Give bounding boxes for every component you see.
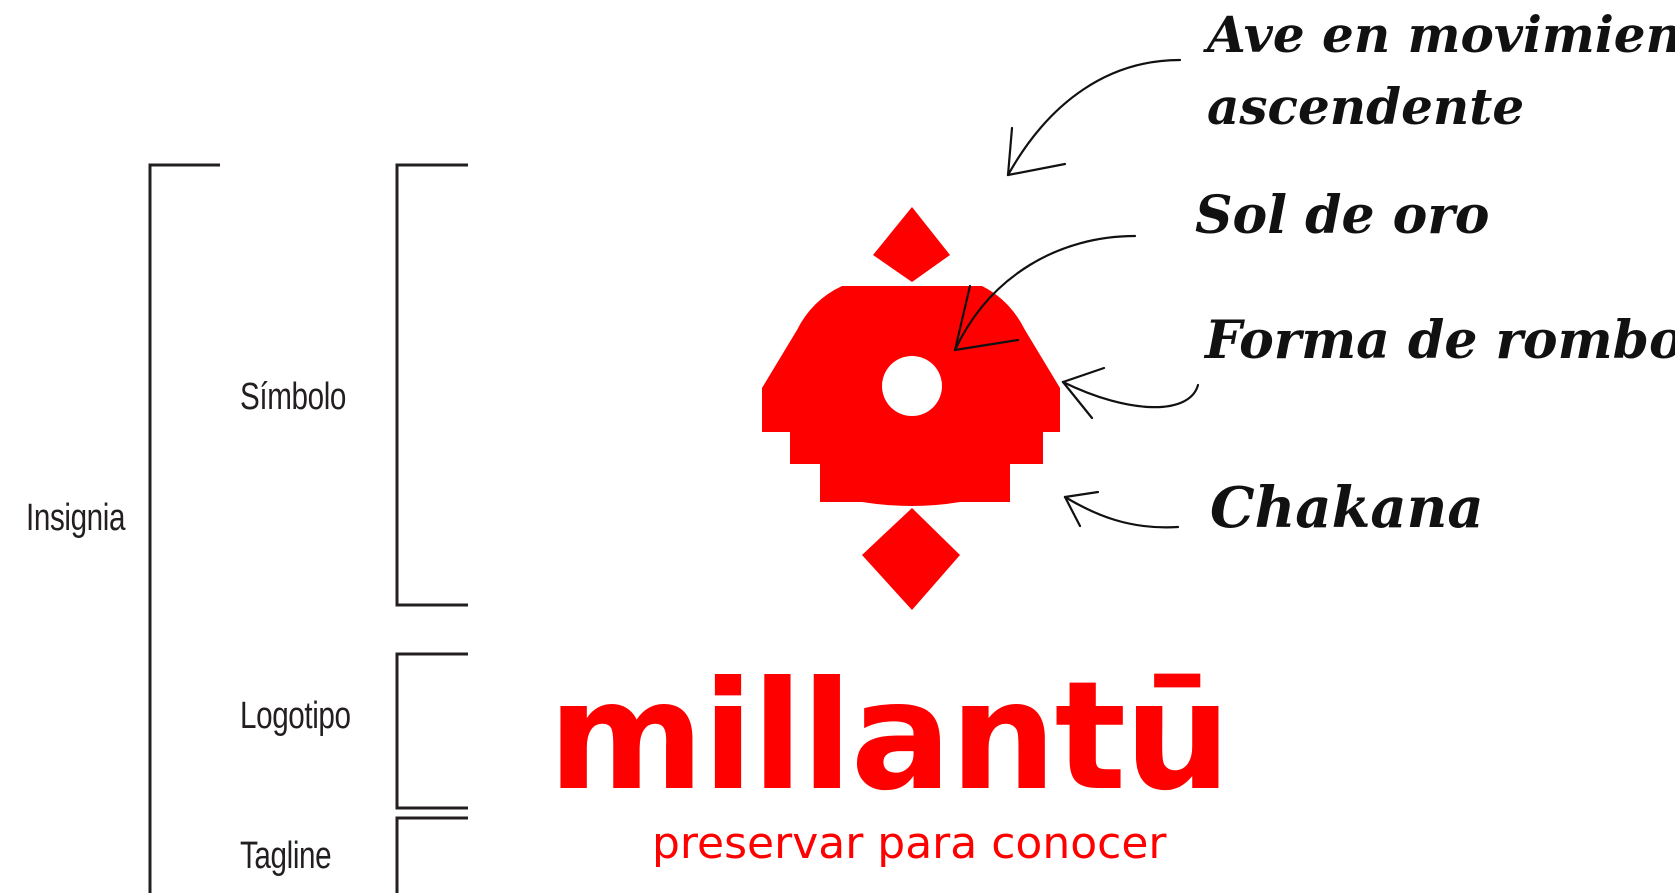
arrow-icon [1063,495,1180,529]
arrow-icon [953,338,1020,352]
bird-top-diamond-icon [873,207,950,282]
tagline-label: Tagline [240,835,332,877]
arrow-icon [1061,380,1200,409]
simbolo-bracket [395,163,468,607]
arrow-icon [1006,162,1067,177]
arrow-icon [1063,495,1082,528]
insignia-bracket [148,163,220,893]
arrow-icon [1063,490,1100,499]
insignia-label: Insignia [26,497,126,539]
annotation-chakana: Chakana [1210,475,1484,541]
arrow-icon [1006,58,1182,177]
annotation-sol: Sol de oro [1195,185,1490,246]
simbolo-label: Símbolo [240,376,347,418]
arrow-icon [953,284,972,352]
tagline: preservar para conocer [652,818,1167,869]
annotation-ave-line2: ascendente [1207,77,1525,136]
arrow-icon [1061,380,1094,420]
arrow-icon [1061,366,1106,384]
arrow-icon [953,234,1137,352]
annotation-ave-line1: Ave en movimiento [1207,5,1675,64]
wordmark: millantū [548,650,1231,824]
logotipo-bracket [395,652,468,810]
tagline-bracket [395,816,468,893]
annotation-forma: Forma de rombo [1205,310,1675,371]
logotipo-label: Logotipo [240,695,351,737]
arrow-icon [1006,126,1014,177]
sun-circle-icon [882,356,942,416]
bottom-diamond-icon [862,508,960,610]
